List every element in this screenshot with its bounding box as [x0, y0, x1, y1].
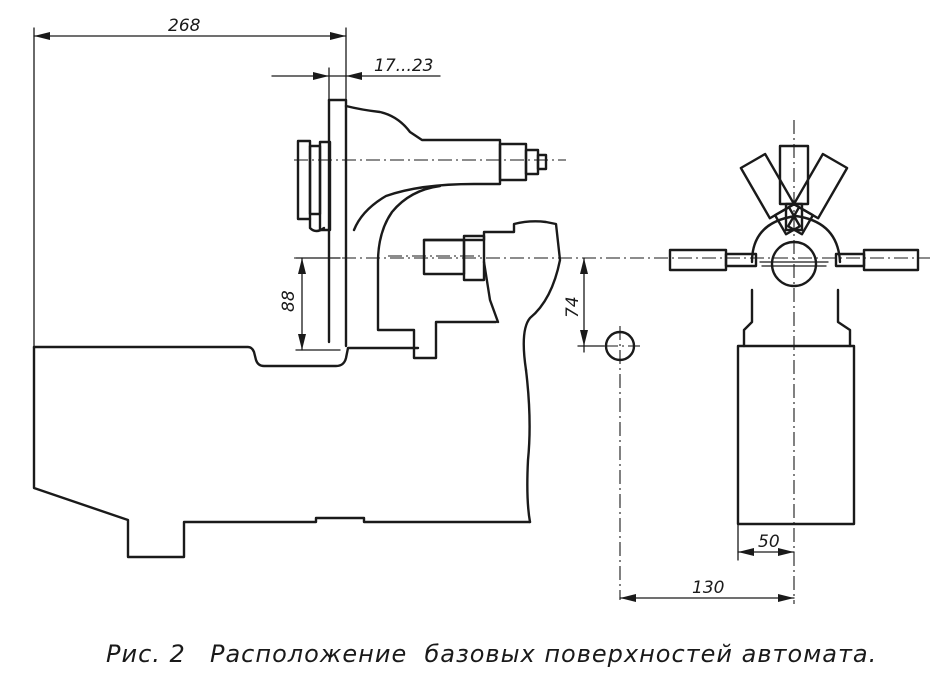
spindle-headstock: [296, 104, 548, 233]
axis-lines: [294, 120, 930, 604]
dimension-74-label: 74: [563, 296, 583, 318]
dimension-74: 74: [563, 257, 605, 353]
dimension-130-label: 130: [692, 578, 724, 598]
machine-bed: [32, 345, 532, 559]
dimension-17-23: 17...23: [271, 56, 441, 101]
dimension-50: 50: [737, 523, 795, 561]
dimension-50-label: 50: [758, 532, 780, 552]
figure-number: Рис. 2: [106, 640, 186, 668]
figure-caption: Расположение базовых поверхностей автома…: [210, 640, 877, 668]
upright-wall: [327, 98, 348, 348]
dimension-88-label: 88: [279, 290, 299, 312]
dimension-268-label: 268: [168, 16, 201, 36]
dimension-268: 268: [33, 16, 347, 348]
dimension-17-23-label: 17...23: [374, 56, 433, 76]
dimension-130: 130: [619, 578, 795, 602]
dimension-88: 88: [279, 257, 341, 351]
tool-support-column: [376, 184, 562, 372]
